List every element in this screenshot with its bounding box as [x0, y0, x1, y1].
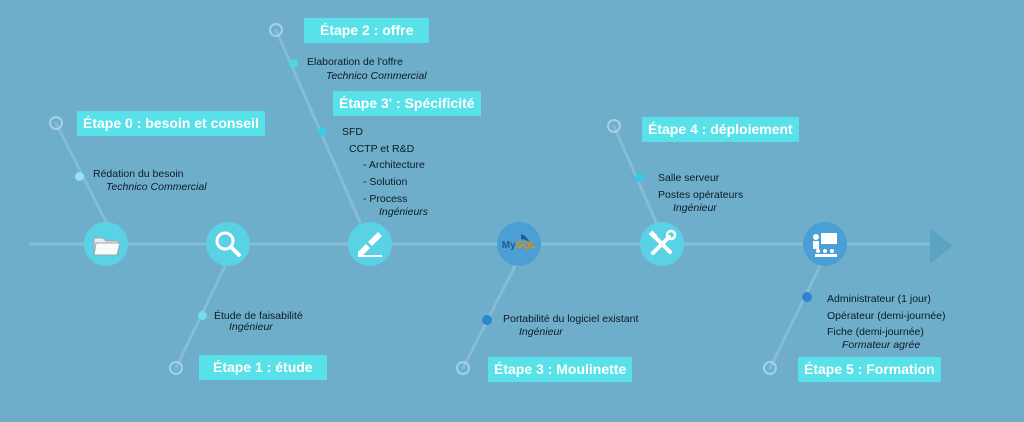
bullet-dot	[802, 292, 812, 302]
bullet-dot	[289, 59, 298, 68]
tools-node	[640, 222, 684, 266]
note-role: Ingénieur	[229, 321, 273, 333]
stage-5-badge: Étape 5 : Formation	[798, 357, 941, 382]
stage-4-badge: Étape 4 : déploiement	[642, 117, 799, 142]
mysql-dolphin-icon: MySQL	[502, 234, 536, 251]
note-text: Postes opérateurs	[658, 189, 744, 201]
note-text: Fiche (demi-journée)	[827, 326, 924, 338]
note-text: - Architecture	[363, 159, 425, 171]
pen-tablet-node	[348, 222, 392, 266]
bullet-dot	[635, 173, 644, 182]
note-text: Elaboration de l'offre	[307, 56, 403, 68]
training-icon	[813, 233, 837, 257]
tools-icon	[648, 229, 677, 255]
mysql-node: MySQL	[497, 222, 541, 266]
bullet-dot	[75, 172, 84, 181]
note-text: CCTP et R&D	[349, 143, 415, 155]
folder-node	[84, 222, 128, 266]
training-node	[803, 222, 847, 266]
note-text: Rédation du besoin	[93, 168, 184, 180]
bullet-dot	[318, 127, 327, 136]
note-text: Administrateur (1 jour)	[827, 293, 931, 305]
pen-tablet-icon	[358, 232, 382, 257]
stage-0-badge: Étape 0 : besoin et conseil	[77, 111, 265, 136]
note-text: Étude de faisabilité	[214, 310, 303, 322]
stage-3-prime-badge: Étape 3' : Spécificité	[333, 91, 481, 116]
note-text: - Process	[363, 193, 408, 205]
note-role: Ingénieurs	[379, 206, 429, 218]
stage-1-badge: Étape 1 : étude	[199, 355, 327, 380]
folder-icon	[93, 237, 121, 256]
note-text: Opérateur (demi-journée)	[827, 310, 946, 322]
stage-2-badge: Étape 2 : offre	[304, 18, 430, 43]
magnifier-icon	[215, 231, 241, 257]
note-text: - Solution	[363, 176, 408, 188]
note-role: Ingénieur	[673, 202, 717, 214]
bullet-dot	[198, 311, 207, 320]
note-role: Formateur agrée	[842, 339, 921, 351]
note-role: Technico Commercial	[326, 70, 427, 82]
note-role: Technico Commercial	[106, 181, 207, 193]
note-text: SFD	[342, 126, 363, 138]
note-role: Ingénieur	[519, 326, 563, 338]
note-text: Salle serveur	[658, 172, 720, 184]
stage-3-badge: Étape 3 : Moulinette	[488, 357, 633, 382]
svg-text:MySQL: MySQL	[502, 240, 536, 251]
bullet-dot	[482, 315, 492, 325]
magnifier-node	[206, 222, 250, 266]
note-text: Portabilité du logiciel existant	[503, 313, 639, 325]
